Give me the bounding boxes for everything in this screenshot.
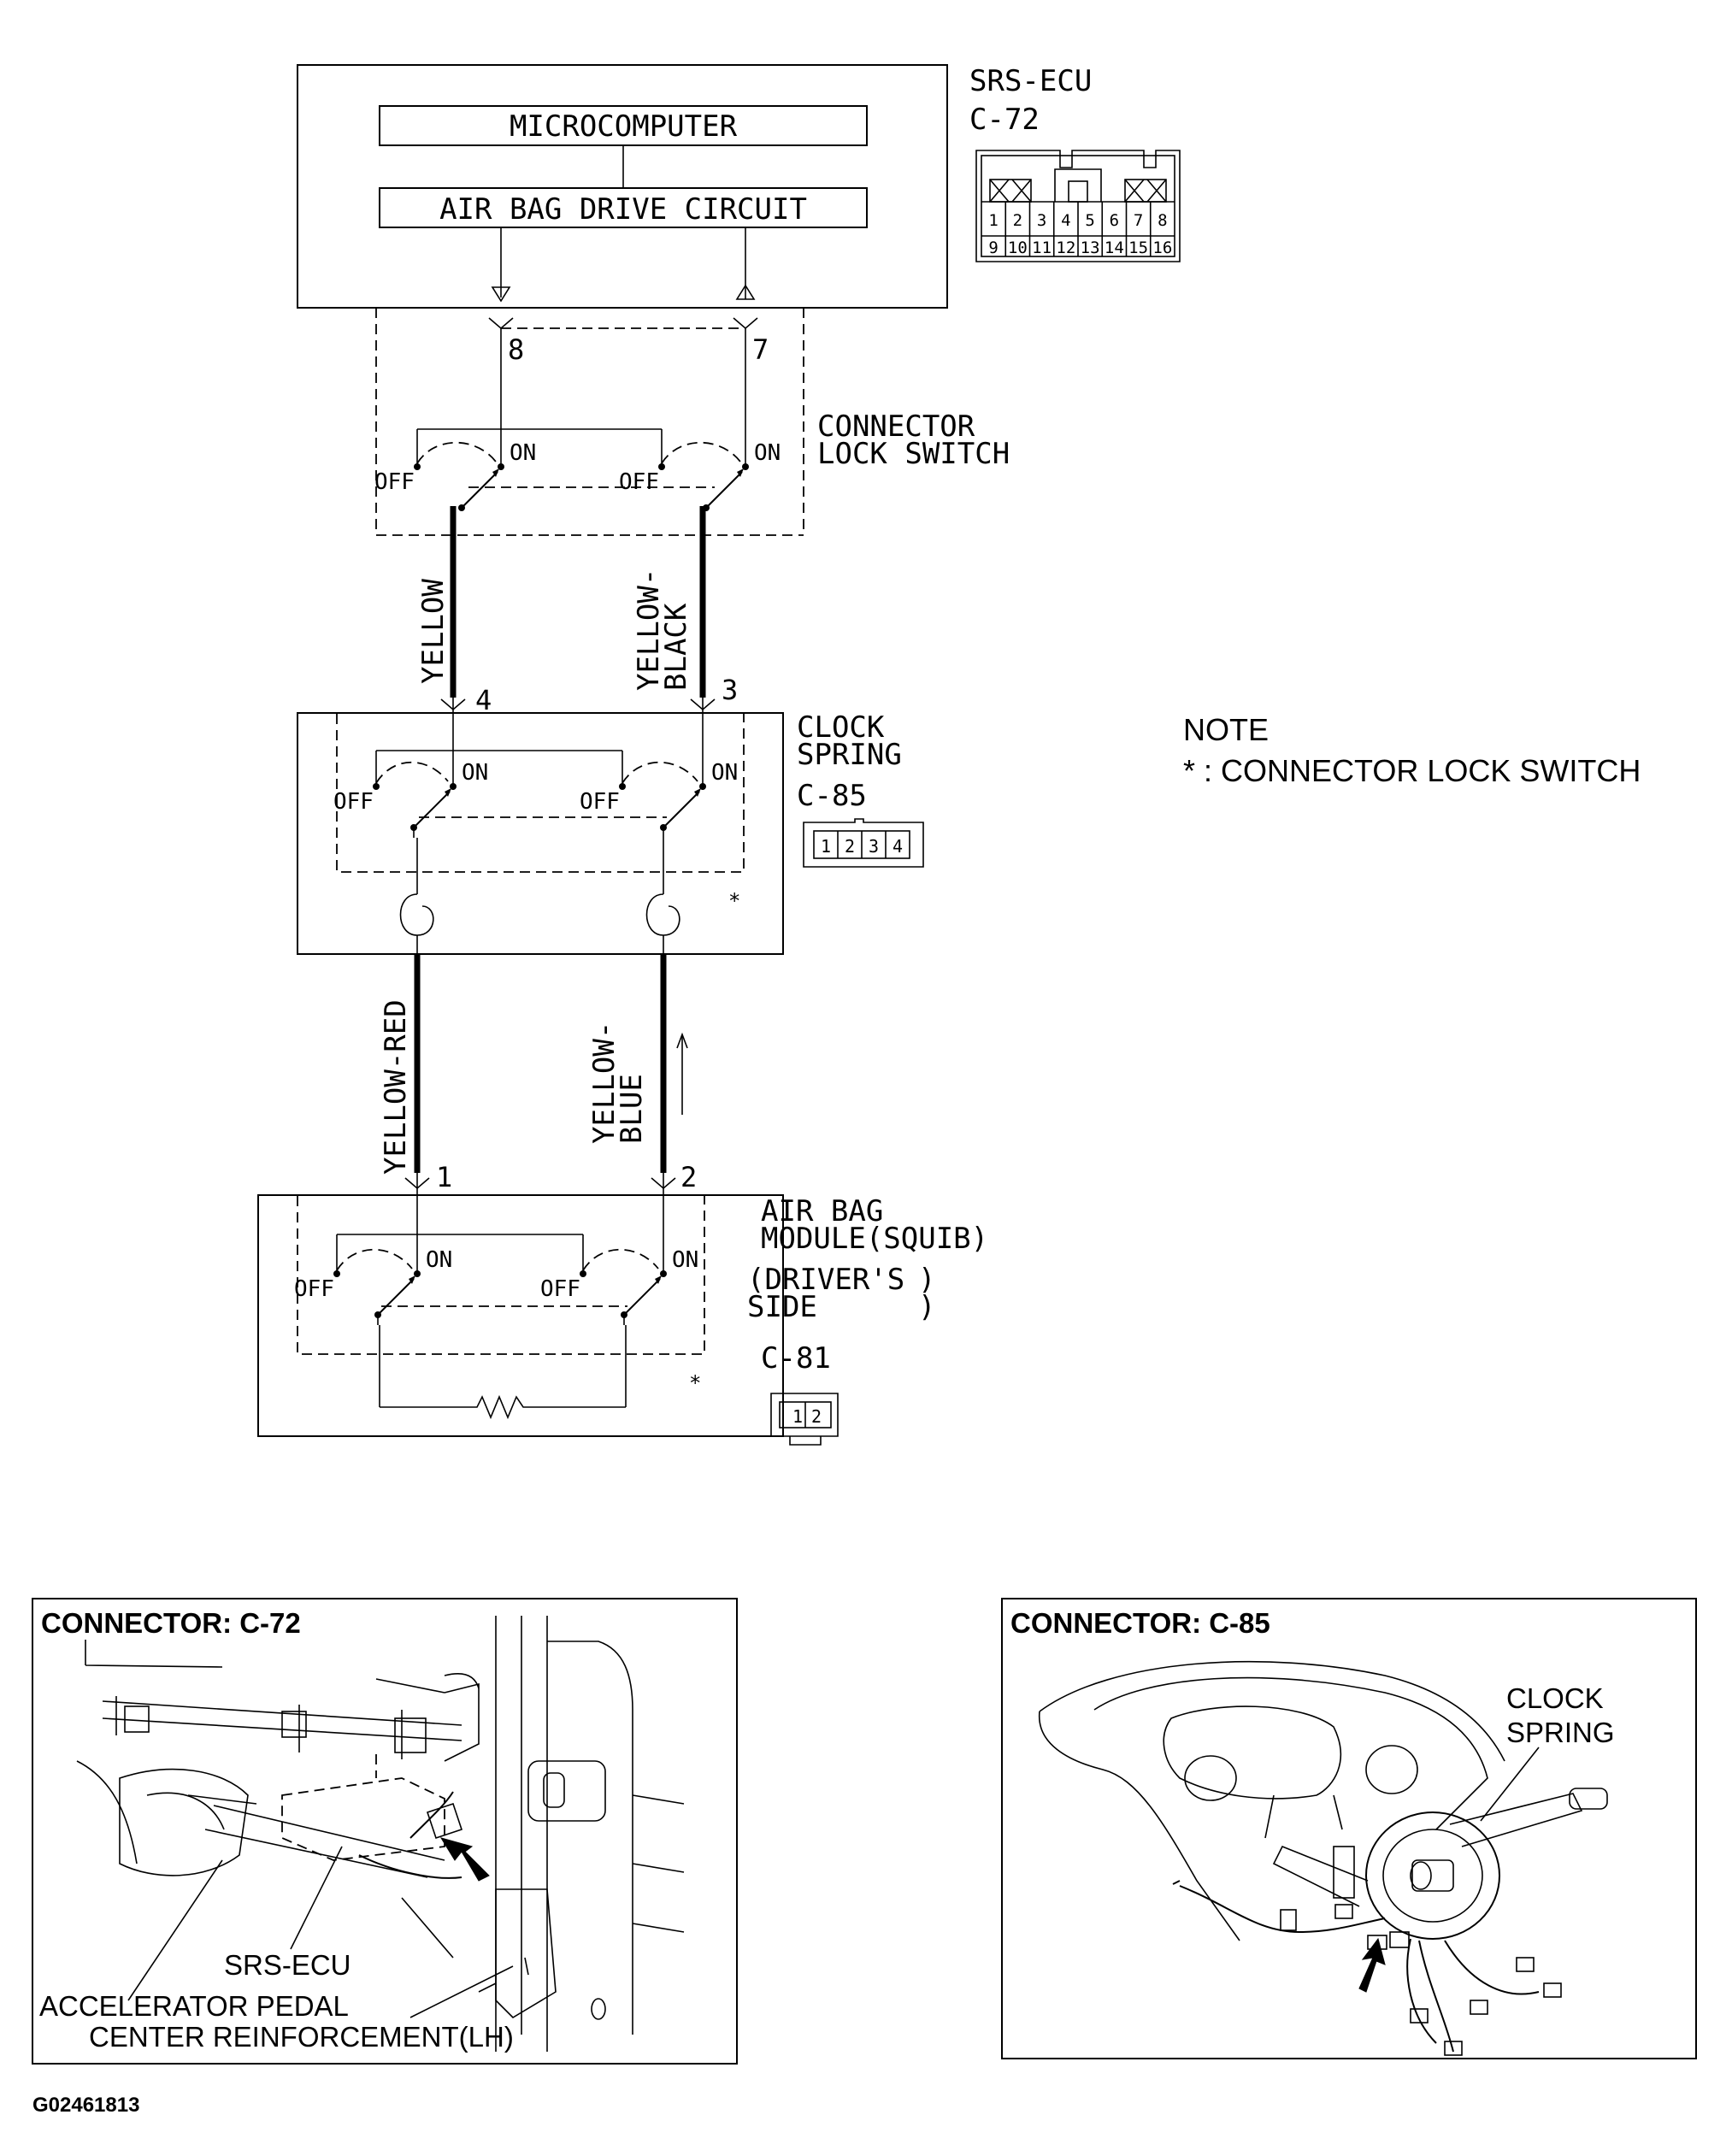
pin-3-label: 3 bbox=[722, 674, 738, 706]
drive-circuit-box bbox=[379, 187, 868, 228]
panel-c72-callout-accel-1: ACCELERATOR PEDAL bbox=[39, 1990, 349, 2022]
c85-pin: 4 bbox=[893, 836, 903, 857]
output-arrow-down-icon bbox=[491, 286, 511, 303]
figure-id: G02461813 bbox=[32, 2094, 139, 2117]
c72-pin: 9 bbox=[988, 239, 998, 257]
wire-yellow-blue-label-1: YELLOW- bbox=[587, 1022, 622, 1144]
c72-arrow-icon bbox=[439, 1837, 490, 1882]
clock-spring-coil-left-icon bbox=[399, 893, 434, 936]
pin-8-label: 8 bbox=[508, 333, 524, 366]
switch-off-label: OFF bbox=[540, 1276, 580, 1302]
airbag-module-block: ON OFF ON OFF * bbox=[257, 1173, 784, 1437]
wire-yellow-black-label-1: YELLOW- bbox=[632, 568, 666, 691]
c72-pin: 4 bbox=[1061, 211, 1070, 230]
airbag-label-2: MODULE(SQUIB) bbox=[761, 1222, 988, 1256]
clock-spring-coil-right-icon bbox=[645, 893, 680, 936]
clock-spring-block: ON OFF ON OFF * bbox=[297, 698, 784, 955]
panel-c85: CONNECTOR: C-85 bbox=[1001, 1598, 1697, 2059]
clock-spring-label-1: CLOCK bbox=[797, 710, 885, 745]
output-arrow-up-icon bbox=[735, 284, 756, 300]
airbag-connector-id: C-81 bbox=[761, 1341, 831, 1375]
switch-on-label: ON bbox=[510, 440, 536, 466]
c81-pin-2: 2 bbox=[811, 1406, 822, 1427]
c72-pin: 14 bbox=[1105, 239, 1124, 257]
lock-switch-label-1: CONNECTOR bbox=[817, 409, 975, 444]
pin-1-label: 1 bbox=[436, 1161, 452, 1193]
ecu-connector-id: C-72 bbox=[969, 103, 1040, 137]
squib-resistor-icon bbox=[380, 1394, 626, 1420]
srs-ecu-block: MICROCOMPUTER AIR BAG DRIVE CIRCUIT bbox=[297, 64, 948, 309]
lock-switch-label-2: LOCK SWITCH bbox=[817, 437, 1010, 471]
c72-location-illustration bbox=[76, 1616, 685, 2052]
terminal-8-mark bbox=[488, 317, 514, 330]
terminal-7-mark bbox=[733, 317, 758, 330]
connector-lock-switch-block: 8 7 ON OFF ON OFF bbox=[374, 308, 804, 536]
pin-7-label: 7 bbox=[752, 333, 769, 366]
wire-yellow-red-label: YELLOW-RED bbox=[379, 999, 413, 1175]
c85-location-illustration bbox=[1039, 1660, 1608, 2056]
switch-off-label: OFF bbox=[294, 1276, 334, 1302]
c81-connector-face: 1 2 bbox=[770, 1393, 839, 1446]
airbag-label-4: SIDE bbox=[747, 1290, 817, 1324]
c72-pin: 13 bbox=[1081, 239, 1100, 257]
panel-c72-title: CONNECTOR: C-72 bbox=[41, 1607, 301, 1639]
c72-pin: 11 bbox=[1032, 239, 1052, 257]
microcomputer-label: MICROCOMPUTER bbox=[510, 109, 738, 144]
panel-c72-callout-accel-2: CENTER REINFORCEMENT(LH) bbox=[89, 2021, 514, 2053]
wire-yellow-black-label-2: BLACK bbox=[659, 603, 693, 691]
c72-pin: 7 bbox=[1134, 211, 1143, 230]
c72-pin: 2 bbox=[1013, 211, 1022, 230]
airbag-label-1: AIR BAG bbox=[761, 1194, 883, 1228]
panel-c85-callout-2: SPRING bbox=[1506, 1717, 1615, 1748]
drive-circuit-label: AIR BAG DRIVE CIRCUIT bbox=[439, 192, 807, 227]
panel-c85-callout-1: CLOCK bbox=[1506, 1682, 1604, 1714]
c72-pin: 12 bbox=[1056, 239, 1075, 257]
svg-text:): ) bbox=[918, 1263, 935, 1297]
c72-pin: 5 bbox=[1085, 211, 1094, 230]
c85-pin: 3 bbox=[869, 836, 879, 857]
switch-off-label: OFF bbox=[374, 469, 415, 495]
airbag-asterisk: * bbox=[689, 1371, 701, 1395]
switch-on-label: ON bbox=[754, 440, 781, 466]
pin-2-label: 2 bbox=[680, 1161, 697, 1193]
switch-off-label: OFF bbox=[580, 789, 620, 815]
wire-yellow-label: YELLOW bbox=[416, 579, 451, 684]
pin-4-label: 4 bbox=[475, 684, 492, 716]
ecu-name: SRS-ECU bbox=[969, 64, 1092, 98]
c72-pin: 3 bbox=[1037, 211, 1046, 230]
switch-on-label: ON bbox=[462, 760, 488, 786]
clock-spring-connector-id: C-85 bbox=[797, 779, 867, 813]
c85-pin: 2 bbox=[845, 836, 855, 857]
switch-on-label: ON bbox=[426, 1247, 452, 1273]
c81-pin-1: 1 bbox=[792, 1406, 803, 1427]
c72-pin: 10 bbox=[1008, 239, 1028, 257]
c72-pin: 6 bbox=[1110, 211, 1119, 230]
clock-spring-label-2: SPRING bbox=[797, 738, 902, 772]
switch-on-label: ON bbox=[672, 1247, 698, 1273]
svg-text:): ) bbox=[918, 1290, 935, 1324]
note-text: * : CONNECTOR LOCK SWITCH bbox=[1183, 753, 1641, 788]
clock-spring-asterisk: * bbox=[728, 889, 740, 913]
c85-pin: 1 bbox=[821, 836, 831, 857]
c72-pin: 16 bbox=[1152, 239, 1172, 257]
wire-yellow-blue-label-2: BLUE bbox=[615, 1074, 649, 1144]
note-title: NOTE bbox=[1183, 712, 1269, 747]
switch-off-label: OFF bbox=[619, 469, 659, 495]
c85-arrow-icon bbox=[1358, 1937, 1386, 1993]
panel-c85-title: CONNECTOR: C-85 bbox=[1010, 1607, 1270, 1639]
c72-pin: 1 bbox=[988, 211, 998, 230]
c72-pin: 8 bbox=[1158, 211, 1167, 230]
airbag-label-3: (DRIVER'S bbox=[747, 1263, 904, 1297]
panel-c72: CONNECTOR: C-72 bbox=[32, 1598, 738, 2065]
c72-pin: 15 bbox=[1128, 239, 1148, 257]
switch-off-label: OFF bbox=[333, 789, 374, 815]
panel-c72-callout-srs-ecu: SRS-ECU bbox=[224, 1949, 351, 1981]
switch-on-label: ON bbox=[711, 760, 738, 786]
